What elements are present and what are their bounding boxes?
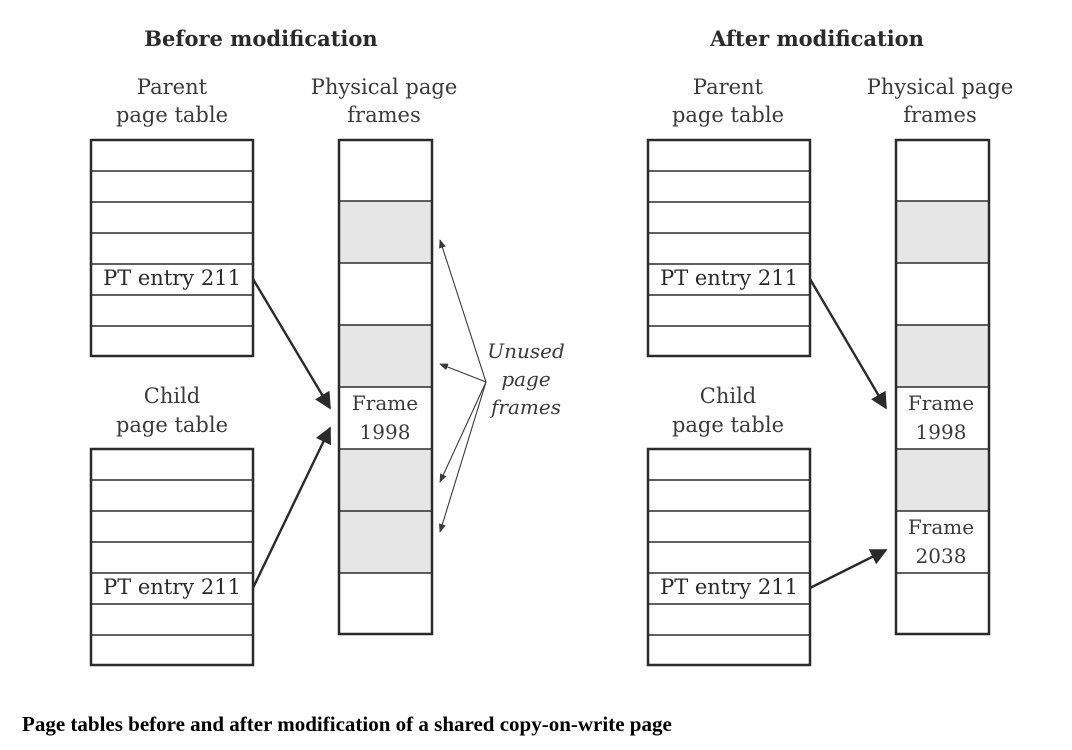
after-child-pt-entry: PT entry 211 <box>660 575 798 599</box>
annotation-arrow <box>439 239 487 383</box>
before-child-page-table: PT entry 211 <box>89 447 255 667</box>
before-parent-pt-entry: PT entry 211 <box>103 266 241 290</box>
before-frame-1998-line2: 1998 <box>360 420 411 444</box>
after-frames-label-line2: frames <box>903 103 976 127</box>
after-unused-frame <box>896 325 989 387</box>
before-unused-frame <box>339 449 432 511</box>
before-child-label-line1: Child <box>144 384 200 408</box>
after-physical-frames: Frame 1998 Frame 2038 <box>894 138 991 636</box>
annotation-line3: frames <box>489 395 561 419</box>
annotation-arrow <box>439 381 487 483</box>
before-unused-frame <box>339 325 432 387</box>
after-unused-frame <box>896 449 989 511</box>
after-frame-1998-line1: Frame <box>908 391 974 415</box>
before-unused-frame <box>339 511 432 573</box>
before-frames-label-line1: Physical page <box>311 75 458 99</box>
annotation-arrow <box>439 363 487 383</box>
annotation-line1: Unused <box>487 339 565 363</box>
before-parent-pointer-arrow <box>251 278 332 410</box>
before-frames-label-line2: frames <box>347 103 420 127</box>
after-parent-label-line1: Parent <box>693 75 764 99</box>
after-child-label-line2: page table <box>672 413 784 437</box>
before-parent-page-table: PT entry 211 <box>89 138 255 358</box>
before-child-pt-entry: PT entry 211 <box>103 575 241 599</box>
before-heading: Before modification <box>144 26 377 51</box>
before-physical-frames: Frame 1998 <box>337 138 434 636</box>
figure-caption: Page tables before and after modificatio… <box>22 712 672 736</box>
before-unused-frame <box>339 201 432 263</box>
before-panel: Before modification Parent page table Ph… <box>89 26 458 667</box>
before-frame-1998-line1: Frame <box>352 391 418 415</box>
after-frame-2038-line1: Frame <box>908 515 974 539</box>
after-frame-1998-line2: 1998 <box>916 420 967 444</box>
after-unused-frame <box>896 201 989 263</box>
before-parent-label-line2: page table <box>116 103 228 127</box>
annotation-line2: page <box>501 367 550 391</box>
after-parent-label-line2: page table <box>672 103 784 127</box>
after-child-label-line1: Child <box>700 384 756 408</box>
after-parent-pt-entry: PT entry 211 <box>660 266 798 290</box>
after-frame-2038-line2: 2038 <box>916 544 967 568</box>
before-parent-label-line1: Parent <box>137 75 208 99</box>
after-heading: After modification <box>709 26 924 51</box>
annotation-arrow <box>438 381 487 533</box>
after-frames-label-line1: Physical page <box>867 75 1014 99</box>
after-parent-pointer-arrow <box>808 278 888 410</box>
before-child-label-line2: page table <box>116 413 228 437</box>
before-child-pointer-arrow <box>251 426 332 589</box>
after-child-pointer-arrow <box>809 548 888 590</box>
unused-frames-annotation: Unused page frames <box>438 239 565 533</box>
after-child-page-table: PT entry 211 <box>646 447 812 667</box>
after-parent-page-table: PT entry 211 <box>646 138 812 358</box>
after-panel: After modification Parent page table Phy… <box>646 26 1014 667</box>
